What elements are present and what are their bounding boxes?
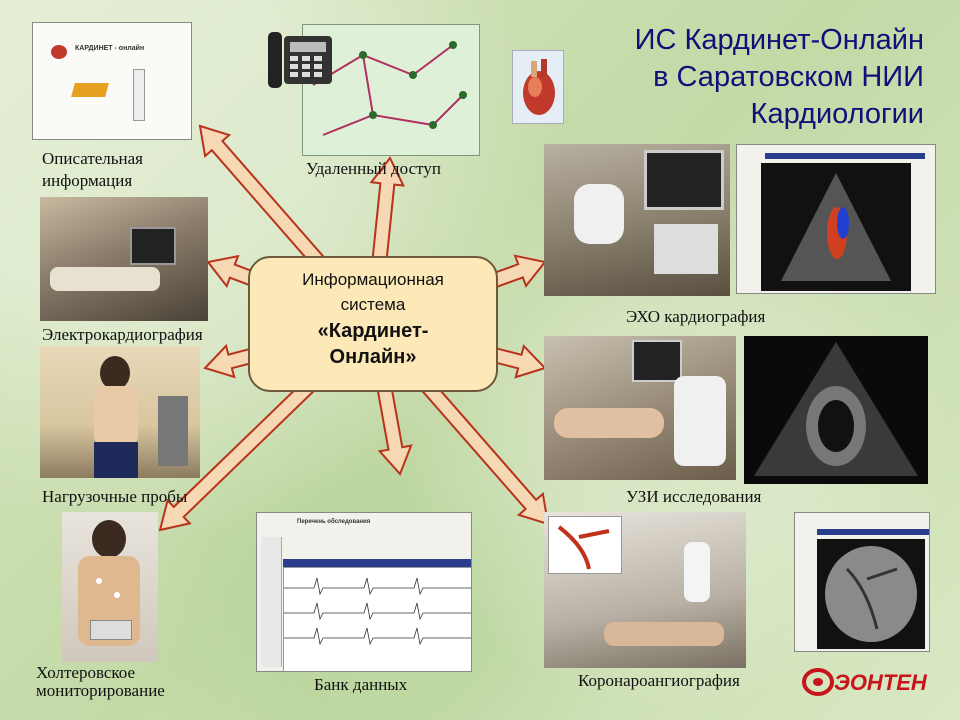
title-line-1: ИС Кардинет-Онлайн	[634, 24, 924, 56]
center-line-3: «Кардинет-	[317, 320, 429, 342]
center-line-1: Информационная	[302, 270, 444, 289]
telephone-icon	[264, 26, 336, 92]
caption-ultrasound: УЗИ исследования	[626, 487, 762, 506]
center-line-4: Онлайн»	[329, 346, 417, 368]
stress-test-photo	[40, 346, 200, 478]
center-line-2: система	[340, 295, 406, 314]
caption-stress-tests: Нагрузочные пробы	[42, 487, 188, 506]
echo-photo	[544, 144, 730, 296]
data-bank-screenshot: Перечень обследования	[256, 512, 472, 672]
caption-ecg: Электрокардиография	[42, 325, 203, 344]
caption-angiography: Коронароангиография	[578, 671, 740, 690]
title-line-3: Кардиологии	[750, 98, 924, 130]
site-badge	[71, 83, 109, 97]
caption-holter-1: Холтеровское	[36, 663, 136, 682]
echo-screenshot	[736, 144, 936, 294]
ultrasound-image	[744, 336, 928, 484]
center-system-box: Информационная система «Кардинет- Онлайн…	[248, 256, 498, 392]
angiography-photo	[544, 512, 746, 668]
website-screenshot: КАРДИНЕТ - онлайн	[32, 22, 192, 140]
svg-text:ЭОНТЕН: ЭОНТЕН	[834, 670, 928, 695]
company-logo: ЭОНТЕН	[800, 662, 940, 702]
angiography-screenshot	[794, 512, 930, 652]
heart-icon	[512, 50, 564, 124]
caption-echo: ЭХО кардиография	[626, 307, 766, 326]
caption-remote-access: Удаленный доступ	[306, 159, 441, 178]
site-title: КАРДИНЕТ - онлайн	[75, 45, 145, 52]
holter-photo	[62, 512, 158, 662]
site-logo-icon	[51, 45, 67, 59]
slide-title: ИС Кардинет-Онлайн в Саратовском НИИ Кар…	[594, 22, 924, 133]
exam-list-title: Перечень обследования	[297, 519, 371, 525]
ecg-photo	[40, 197, 208, 321]
caption-holter-2: мониторирование	[36, 681, 165, 700]
site-panel	[133, 69, 145, 121]
title-line-2: в Саратовском НИИ	[653, 61, 924, 93]
caption-data-bank: Банк данных	[314, 675, 408, 694]
caption-descriptive-2: информация	[42, 171, 133, 190]
caption-descriptive-1: Описательная	[42, 149, 144, 168]
ultrasound-photo	[544, 336, 736, 480]
